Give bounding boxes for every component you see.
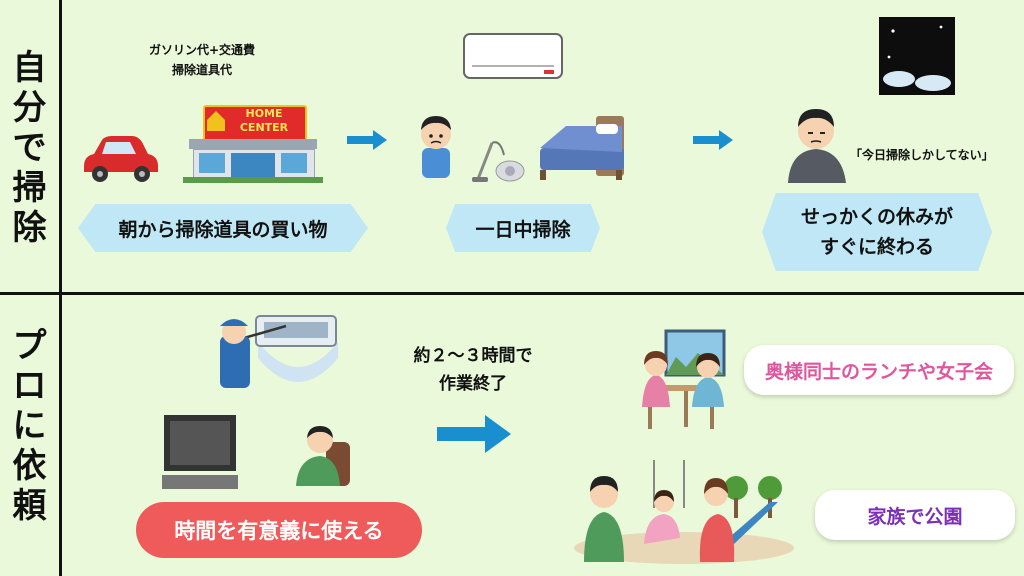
worried-man-icon <box>421 116 451 178</box>
arrow-right-icon <box>347 130 387 150</box>
relaxing-man-icon <box>296 426 350 486</box>
work-time-note: 約２～３時間で 作業終了 <box>388 342 558 398</box>
tv-icon <box>162 415 238 489</box>
quote-text: 「今日掃除しかしてない」 <box>850 148 994 162</box>
vertical-divider <box>59 0 62 576</box>
side-char: で <box>12 127 47 168</box>
bed-icon <box>540 116 624 180</box>
moon-night-icon <box>879 17 955 95</box>
horizontal-divider <box>0 292 1024 295</box>
vacuum-icon <box>472 141 525 182</box>
store-sign-text: CENTER <box>239 121 289 134</box>
car-icon <box>84 136 158 182</box>
side-char: 依 <box>12 445 47 486</box>
step-pill-cleaning: 一日中掃除 <box>446 204 600 252</box>
air-conditioner-icon <box>463 33 563 79</box>
arrow-right-icon <box>693 130 733 150</box>
step-pill-line: すぐに終わる <box>819 236 934 258</box>
tired-man-icon <box>788 109 846 183</box>
side-char: に <box>12 405 47 446</box>
store-sign-text: HOME <box>245 107 283 120</box>
park-label: 家族で公園 <box>815 490 1015 540</box>
cost-line: ガソリン代+交通費 <box>148 43 256 57</box>
side-char: 除 <box>12 207 47 248</box>
cost-note: ガソリン代+交通費 掃除道具代 <box>132 40 272 80</box>
step-pill-shopping: 朝から掃除道具の買い物 <box>78 204 368 252</box>
step-pill-holiday-over: せっかくの休みが すぐに終わる <box>762 193 992 271</box>
side-char: 頼 <box>12 485 47 526</box>
side-char: ロ <box>12 365 47 406</box>
lunch-label: 奥様同士のランチや女子会 <box>744 345 1014 395</box>
side-char: 自 <box>12 47 47 88</box>
work-time-line: 約２～３時間で <box>413 346 533 366</box>
lunch-women-icon <box>642 329 726 429</box>
ac-cleaner-icon <box>220 315 338 388</box>
home-center-icon: HOME CENTER <box>183 105 323 183</box>
work-time-line: 作業終了 <box>439 374 507 394</box>
side-char: 掃 <box>12 167 47 208</box>
arrow-right-large-icon <box>437 415 511 453</box>
side-label-pro: プ ロ に 依 頼 <box>0 318 59 533</box>
benefit-pill: 時間を有意義に使える <box>136 502 422 558</box>
cost-line: 掃除道具代 <box>171 63 232 77</box>
side-char: 分 <box>12 87 47 128</box>
side-char: プ <box>12 325 47 366</box>
family-park-icon <box>574 460 794 564</box>
side-label-diy: 自 分 で 掃 除 <box>0 40 59 255</box>
step-pill-line: せっかくの休みが <box>800 206 953 228</box>
